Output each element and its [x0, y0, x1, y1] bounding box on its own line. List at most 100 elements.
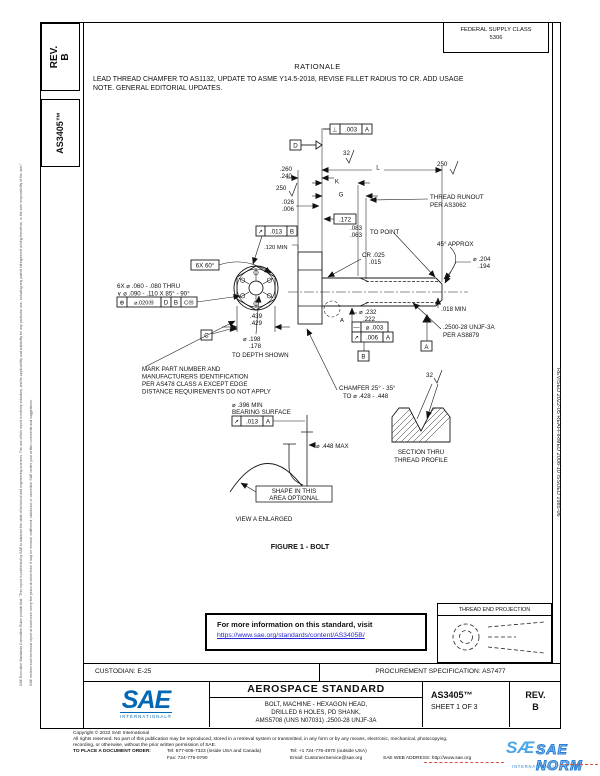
doc-number-cell: AS3405™ SHEET 1 OF 3 [423, 681, 510, 727]
standard-subtitle-1: BOLT, MACHINE - HEXAGON HEAD, [264, 701, 368, 708]
surface-finish-symbols [288, 149, 459, 384]
email: Email: CustomerService@sae.org [290, 756, 363, 761]
datum-c-label: C [204, 333, 209, 340]
left-margin-disclaimer-2: SAE reviews each technical report at lea… [29, 399, 33, 686]
fcf-hr-sym: ↗ [258, 229, 263, 236]
length-dimensions [312, 164, 443, 199]
copyright-line: Copyright © 2022 SAE International [73, 731, 150, 736]
chamfer-min: .018 MIN [441, 306, 466, 313]
rev-cell: REV. B [510, 681, 561, 727]
more-info-box: For more information on this standard, v… [205, 613, 427, 651]
fsc-box: FEDERAL SUPPLY CLASS 5306 [443, 22, 549, 53]
fcf-sr-datum: A [386, 335, 391, 342]
thread1: .2500-28 UNJF-3A [443, 324, 495, 331]
rationale-title: RATIONALE [294, 62, 341, 71]
fcf-position [116, 293, 241, 308]
mark-note-1: MARK PART NUMBER AND [142, 366, 221, 373]
order-label: TO PLACE A DOCUMENT ORDER: [73, 749, 151, 754]
extension-lines [297, 128, 443, 282]
left-margin-disclaimer-1: SAE Executive Standards Committee Rules … [19, 163, 23, 686]
custodian-cell: CUSTODIAN: E-25 [83, 663, 320, 681]
web-address: SAE WEB ADDRESS: http://www.sae.org [383, 756, 472, 761]
phone-1: Tel: 877-606-7323 (inside USA and Canada… [167, 749, 262, 754]
end-d1: ⌀ .204 [473, 256, 491, 263]
fcf-pos-d1: D [164, 300, 169, 307]
holes-note2: ∨ ⌀ .090 - .110 X 85° - 90° [117, 291, 190, 298]
sae-logo-sub: INTERNATIONAL® [119, 712, 173, 719]
fcf-sr-tol: .006 [366, 335, 379, 342]
fcf-head-runout [252, 225, 299, 265]
pt1: .083 [350, 225, 363, 232]
runout-note1: THREAD RUNOUT [430, 194, 484, 201]
wrench-min: .120 MIN [264, 245, 288, 251]
row-divider-mid [83, 681, 561, 682]
chamfer-note1: CHAMFER 25° - 35° [339, 385, 396, 392]
view-a-circle [323, 300, 341, 318]
standard-subtitle-3: AMS5708 (UNS N07031) .2500-28 UNJF-3A [255, 717, 377, 724]
fcf-sr-sym: ↗ [354, 335, 359, 342]
rev-label: REV. [49, 45, 61, 69]
datum-b-label: B [361, 354, 365, 361]
fsc-value: 5306 [489, 35, 503, 41]
watermark-text: SAE NORM [536, 741, 583, 774]
fcf-perp-datum: A [365, 127, 370, 134]
shape-note1: SHAPE IN THIS [272, 488, 317, 495]
fcf-pos-sym: ⊕ [119, 300, 124, 307]
fax: Fax: 724-776-0790 [167, 756, 208, 761]
rev-box: REV. B [41, 23, 80, 91]
end-d2: .194 [478, 263, 491, 270]
datum-a-label: A [424, 344, 429, 351]
mark-note-4: DISTANCE REQUIREMENTS DO NOT APPLY [142, 389, 271, 396]
rationale-line1: LEAD THREAD CHAMFER TO AS1132, UPDATE TO… [93, 76, 464, 83]
fcf-br-sym: ↗ [234, 419, 239, 426]
fsc-label: FEDERAL SUPPLY CLASS [460, 27, 532, 33]
head-od-max: ⌀ .448 MAX [316, 443, 349, 450]
section-caption2: THREAD PROFILE [394, 457, 448, 464]
datum-d-flag [289, 139, 323, 151]
more-info-text: For more information on this standard, v… [217, 620, 373, 629]
cr1: CR .025 [362, 252, 385, 259]
view-a-enlarged-geometry [229, 415, 333, 503]
fcf-bearing-surface [231, 415, 305, 427]
fcf-hr-tol: .013 [270, 229, 283, 236]
mark-note-3: PER AS478 CLASS A EXCEPT EDGE [142, 381, 247, 388]
view-a-letter: A [340, 318, 344, 324]
dim-l: L [376, 165, 380, 172]
procurement-cell: PROCUREMENT SPECIFICATION: AS7477 [320, 663, 561, 681]
fillet-radius-leader [327, 258, 362, 278]
thread-end-panel: THREAD END PROJECTION [437, 603, 552, 663]
fcf-br-datum: A [266, 419, 271, 426]
doc-number-vertical: AS3405™ [54, 112, 65, 154]
footer-legal: Copyright © 2022 SAE International All r… [73, 731, 543, 750]
thread2: PER AS8879 [443, 332, 480, 339]
chamfer-note-leader [306, 328, 338, 391]
standard-link[interactable]: https://www.sae.org/standards/content/AS… [217, 632, 365, 639]
mark-note-2: MANUFACTURERS IDENTIFICATION [142, 374, 248, 381]
fcf-pos-d2: B [174, 300, 178, 307]
thread-end-diagram [452, 621, 545, 654]
sae-norm-watermark: SÆ SAE NORM INTERNATIONAL [424, 736, 598, 774]
runout-note2: PER AS3062 [430, 202, 467, 209]
sheet-number: SHEET 1 OF 3 [431, 704, 478, 711]
procurement-text: PROCUREMENT SPECIFICATION: AS7477 [375, 668, 506, 675]
to-point-leader [393, 232, 436, 278]
page-border [40, 22, 561, 729]
doc-number-box: AS3405™ [41, 99, 80, 167]
holes-note1: 6X ⌀ .060 - .080 THRU [117, 283, 180, 290]
right-strip-divider [552, 22, 553, 663]
face-r1: .026 [282, 199, 295, 206]
rationale-line2: NOTE. GENERAL EDITORIAL UPDATES. [93, 85, 223, 92]
standard-title: AEROSPACE STANDARD [210, 681, 422, 698]
hex-angle-callout [190, 259, 272, 274]
thread-runout-leader [369, 196, 429, 203]
thread-end-label: THREAD END PROJECTION [438, 604, 551, 616]
figure-caption: FIGURE 1 - BOLT [271, 542, 330, 551]
af1: .439 [250, 313, 263, 320]
sae-logo: SAE [121, 686, 171, 714]
hole-d1: ⌀ .198 [243, 336, 261, 343]
pt2: .063 [350, 232, 363, 239]
thread-callout [412, 302, 442, 352]
fcf-str-sym: — [353, 325, 360, 332]
bearing1: ⌀ .396 MIN [232, 402, 263, 409]
